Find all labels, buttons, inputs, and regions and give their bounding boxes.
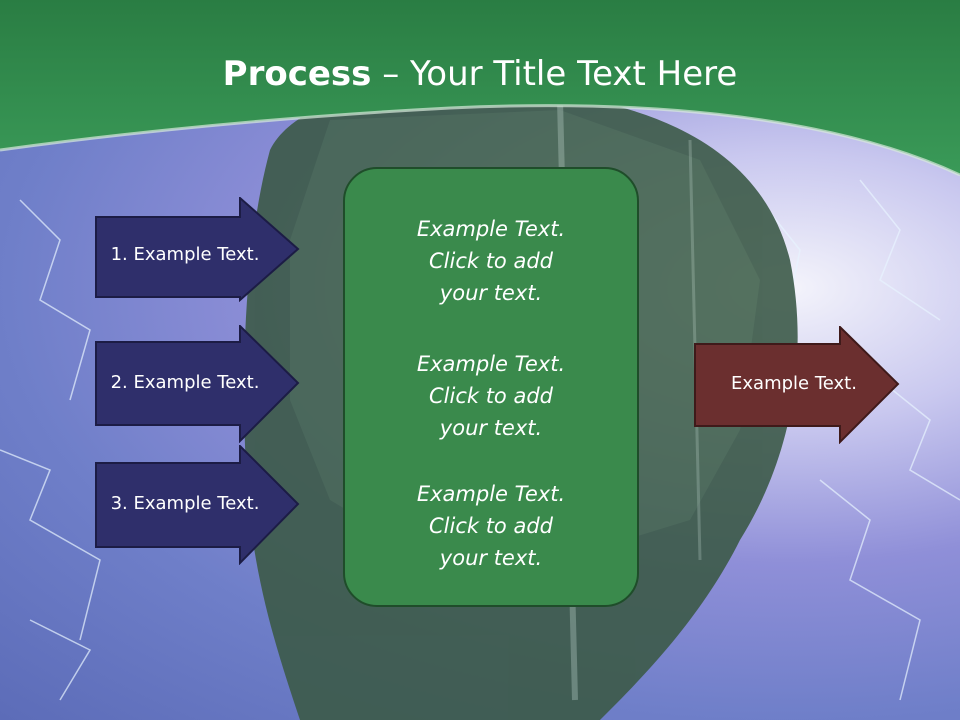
- center-line: your text.: [439, 281, 543, 305]
- center-line: Click to add: [428, 514, 553, 538]
- left-arrow-3[interactable]: 3. Example Text.: [95, 445, 300, 565]
- center-block-2: Example Text. Click to add your text.: [345, 348, 637, 444]
- center-line: your text.: [439, 416, 543, 440]
- left-arrow-label: 2. Example Text.: [110, 372, 260, 393]
- slide-title[interactable]: Process – Your Title Text Here: [0, 52, 960, 96]
- title-rest: Your Title Text Here: [410, 54, 738, 94]
- right-arrow-label: Example Text.: [731, 373, 857, 394]
- title-dash: –: [371, 54, 411, 94]
- left-arrow-label: 3. Example Text.: [110, 493, 260, 514]
- center-line: Example Text.: [416, 352, 566, 376]
- title-bold: Process: [222, 54, 372, 94]
- center-line: Example Text.: [416, 217, 566, 241]
- arrow-shape: [95, 445, 300, 565]
- center-line: your text.: [439, 546, 543, 570]
- left-arrow-2[interactable]: 2. Example Text.: [95, 325, 300, 445]
- left-arrow-1[interactable]: 1. Example Text.: [95, 197, 300, 317]
- center-text-box[interactable]: Example Text. Click to add your text. Ex…: [343, 167, 639, 607]
- right-arrow[interactable]: Example Text.: [694, 326, 900, 444]
- arrow-shape: [95, 325, 300, 443]
- center-block-3: Example Text. Click to add your text.: [345, 478, 637, 574]
- center-line: Example Text.: [416, 482, 566, 506]
- arrow-shape: [95, 197, 300, 302]
- title-band: [0, 0, 960, 177]
- arrow-shape: [694, 326, 900, 444]
- center-line: Click to add: [428, 249, 553, 273]
- left-arrow-label: 1. Example Text.: [110, 244, 260, 265]
- center-line: Click to add: [428, 384, 553, 408]
- center-block-1: Example Text. Click to add your text.: [345, 213, 637, 309]
